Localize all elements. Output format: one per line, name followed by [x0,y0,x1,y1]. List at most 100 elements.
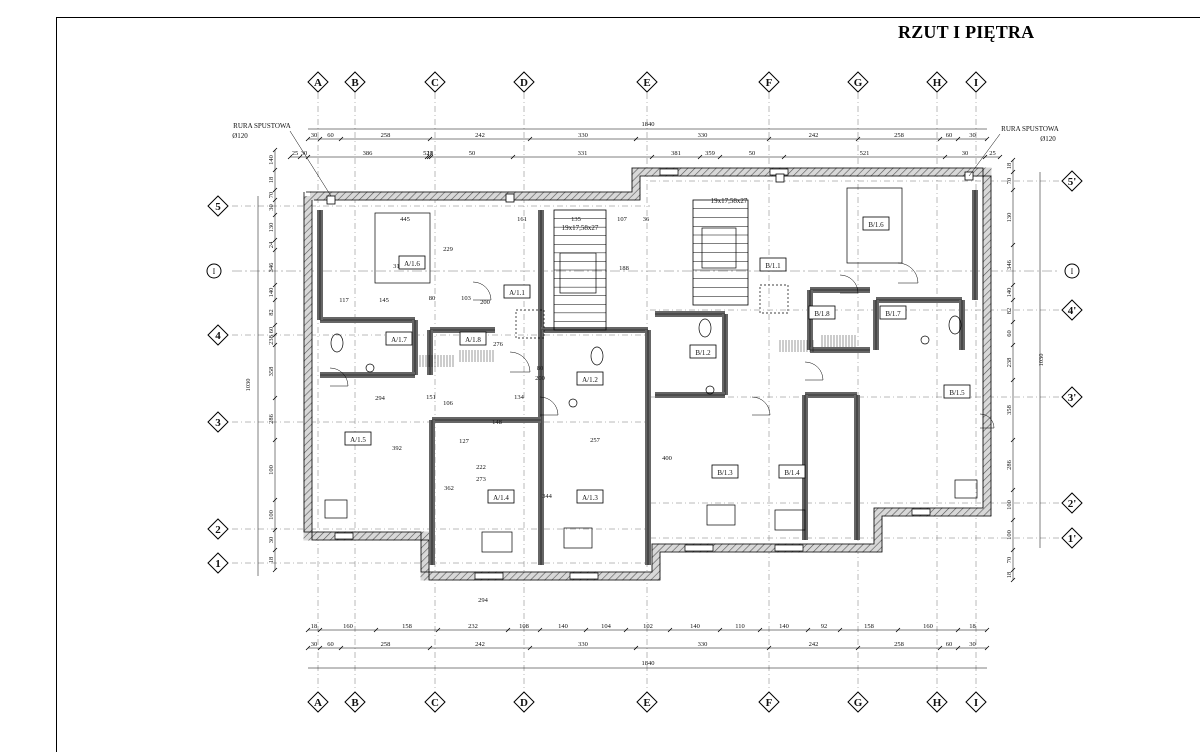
axis-diamond [207,552,229,574]
dim-right-value: 70 [1006,178,1013,185]
inner-dim-19: 106 [443,400,454,407]
dim-bottom-row1-tick [505,627,511,633]
dim-bottom-row2-value: 30 [969,641,976,648]
room-label-text: A/1.2 [582,376,598,384]
dim-right-tick [1010,157,1016,163]
dim-left-tick [272,187,278,193]
room-label-box [459,331,487,346]
axis-diamond [513,71,535,93]
dim-left-value: 286 [268,413,275,424]
bed-a-1-4 [481,531,513,553]
desk-b-1-3 [706,504,736,526]
dim-bottom-row1-value: 102 [643,623,653,630]
toilet-3 [948,315,962,335]
axis-label: 1 [215,558,221,570]
dim-right-value: 60 [1006,330,1013,337]
dim-top-row2-tick [424,154,430,160]
axis-diamond [424,691,446,713]
axis-diamond [344,691,366,713]
bed-b-1-4 [774,509,806,531]
dim-left-total: 1030 [245,379,252,392]
axis-label: H [933,77,942,89]
room-label-box [879,305,907,320]
dim-right-value: 286 [1006,459,1013,470]
room-label-A-1-3: A/1.3 [576,489,604,504]
dim-left-value: 238 [268,335,275,345]
window-3 [774,544,804,552]
dim-right-value: 238 [1006,358,1013,368]
sink-2 [705,385,715,395]
dim-top-row1-value: 30 [311,132,318,139]
room-label-box [385,331,413,346]
dim-top-row1-tick [317,136,323,142]
dim-bottom-row1-tick [667,627,673,633]
inner-dim-10: 161 [517,216,527,223]
dim-left-value: 18 [268,177,275,184]
inner-dim-18: 151 [426,394,436,401]
dim-top-row1-tick [338,136,344,142]
stairs-b [692,199,749,306]
dim-right-tick [1010,169,1016,175]
dim-bottom-row2-tick [527,645,533,651]
dim-left-tick [272,282,278,288]
axis-marker-top-B: B [344,71,366,93]
axis-diamond [513,691,535,713]
axis-diamond [207,518,229,540]
section-marker-right: I [1064,263,1080,279]
room-label-text: B/1.7 [885,310,901,318]
room-label-B-1-4: B/1.4 [778,464,806,479]
dim-top-row1-tick [766,136,772,142]
axis-diamond [847,71,869,93]
axis-marker-right-4': 4' [1061,299,1083,321]
dim-bottom-row2-value: 258 [381,641,391,648]
dim-top-row2-tick [942,154,948,160]
dim-right-tick [1010,547,1016,553]
fixtures [324,168,995,580]
stair-landing-a [515,309,545,339]
toilet-0 [330,333,344,353]
room-label-box [487,489,515,504]
dim-left-tick [272,197,278,203]
dim-bottom-row1-tick [837,627,843,633]
dim-top-row2-value: 331 [578,150,588,157]
dimension-lines [257,128,1041,669]
bed-b-1-6 [846,187,903,264]
dim-bottom-row1-value: 104 [601,623,612,630]
axis-diamond [307,71,329,93]
door-arc-3 [751,396,771,416]
axis-label: 3' [1068,392,1077,404]
door-arc-4 [897,262,919,284]
door-arc-8 [979,413,995,429]
inner-dim-23: 273 [476,476,486,483]
room-label-B-1-5: B/1.5 [943,384,971,399]
dim-top-row2-value: 50 [749,150,756,157]
axis-label: F [766,697,773,709]
axis-label: A [314,697,322,709]
dim-left-tick [272,297,278,303]
dim-left-value: 140 [268,288,275,298]
room-label-box [862,216,890,231]
room-label-text: B/1.5 [949,389,965,397]
axis-marker-top-I: I [965,71,987,93]
dim-bottom-row2-tick [766,645,772,651]
axis-label: 3 [215,417,221,429]
dim-bottom-row1-value: 140 [779,623,789,630]
room-label-box [711,464,739,479]
room-label-box [808,305,836,320]
dim-left-tick [272,147,278,153]
dim-top-row2-tick [649,154,655,160]
dim-right-value: 130 [1006,213,1013,223]
dim-left-value: 346 [268,262,275,273]
room-label-box [943,384,971,399]
axis-marker-bottom-G: G [847,691,869,713]
dim-bottom-row2-tick [427,645,433,651]
dim-bottom-row2-tick [305,645,311,651]
axis-marker-bottom-A: A [307,691,329,713]
window-6 [659,168,679,176]
axis-diamond [847,691,869,713]
axis-label: 5' [1068,176,1077,188]
axis-label: A [314,77,322,89]
inner-dim-0: 445 [400,216,410,223]
dim-bottom-row1-value: 18 [311,623,318,630]
inner-dim-7: 200 [480,299,490,306]
